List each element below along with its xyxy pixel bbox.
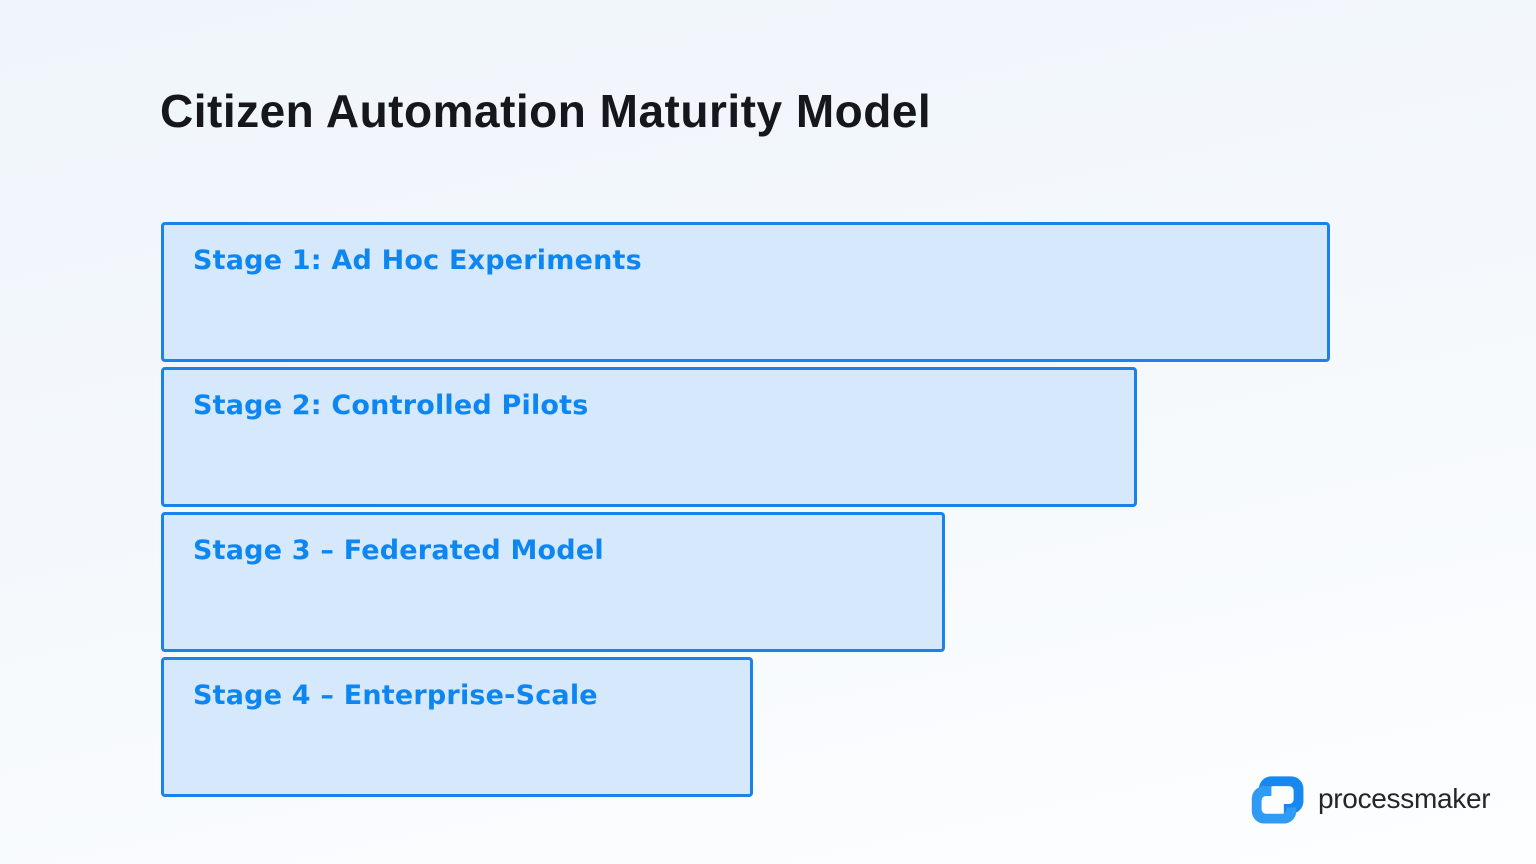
processmaker-p-icon — [1251, 776, 1304, 824]
stage-1-label: Stage 1: Ad Hoc Experiments — [193, 245, 642, 276]
stage-4-bar: Stage 4 – Enterprise-Scale — [161, 657, 753, 797]
page-title: Citizen Automation Maturity Model — [160, 85, 932, 137]
processmaker-wordmark: processmaker — [1318, 782, 1491, 814]
maturity-funnel-diagram: Stage 1: Ad Hoc Experiments Stage 2: Con… — [161, 222, 1361, 802]
stage-4-label: Stage 4 – Enterprise-Scale — [193, 680, 598, 711]
stage-2-bar: Stage 2: Controlled Pilots — [161, 367, 1137, 507]
stage-3-label: Stage 3 – Federated Model — [193, 535, 604, 566]
processmaker-logo: processmaker — [1250, 771, 1491, 828]
stage-1-bar: Stage 1: Ad Hoc Experiments — [161, 222, 1330, 362]
stage-3-bar: Stage 3 – Federated Model — [161, 512, 945, 652]
stage-2-label: Stage 2: Controlled Pilots — [193, 390, 589, 421]
